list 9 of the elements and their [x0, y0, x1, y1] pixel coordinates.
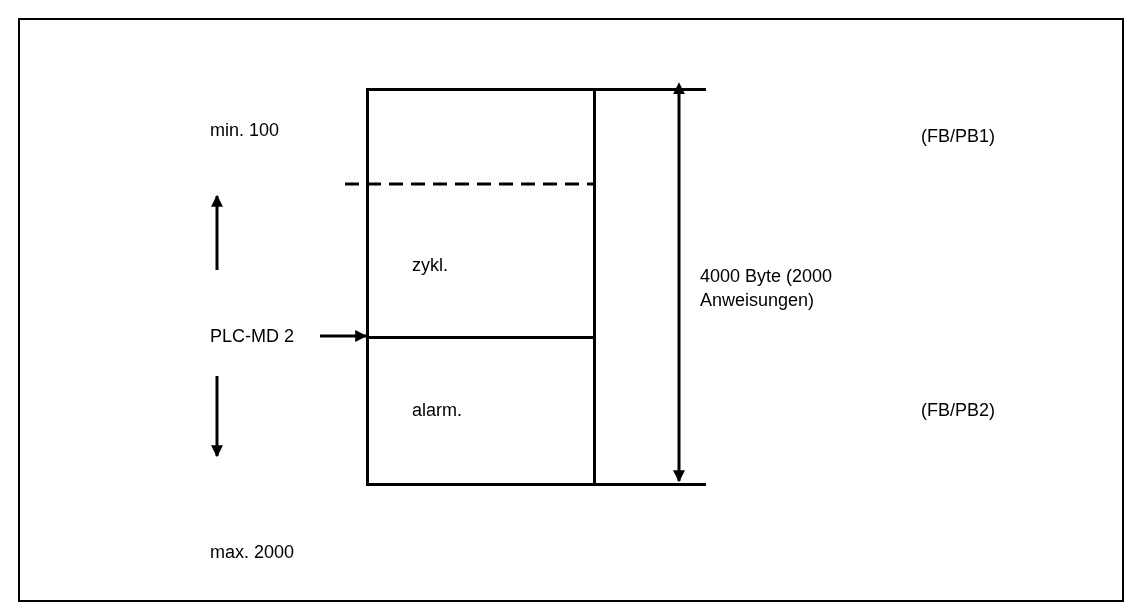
- memory-region: zykl.: [369, 91, 596, 339]
- label-text: max. 2000: [210, 541, 296, 564]
- label-text: 4000 Byte (2000 Anweisungen): [700, 265, 834, 312]
- label-text: (FB/PB1): [921, 125, 996, 148]
- node-text: PLC-MD 2: [210, 324, 320, 350]
- arrow: [320, 330, 368, 342]
- memory-region: alarm.: [369, 339, 596, 483]
- label-text: min. 100: [210, 119, 281, 142]
- label-text: (FB/PB2): [921, 399, 996, 422]
